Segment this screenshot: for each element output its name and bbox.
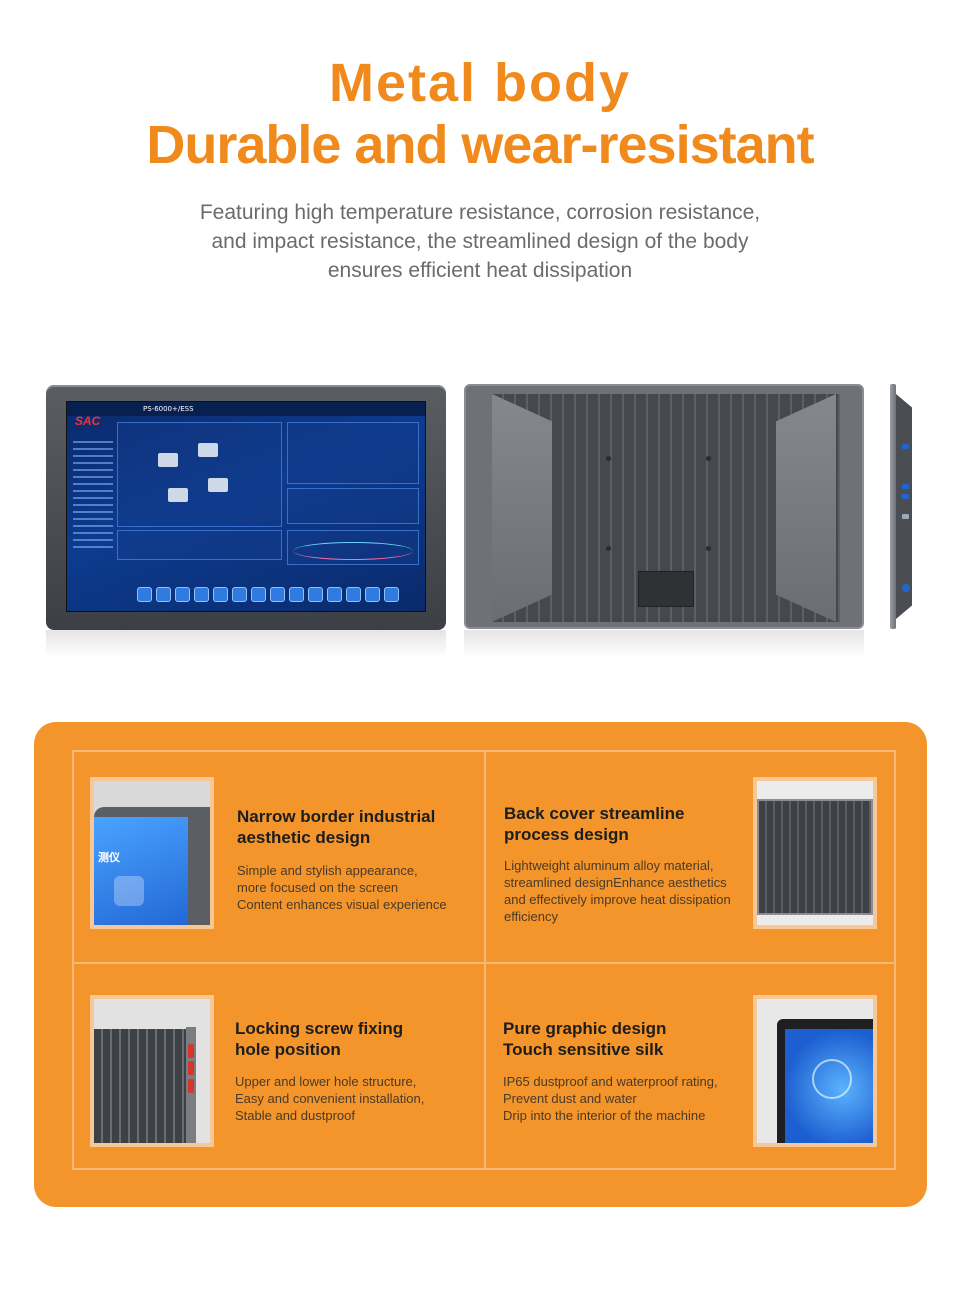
subtitle-line-3: ensures efficient heat dissipation (327, 259, 633, 282)
feature-title-line: process design (504, 825, 629, 844)
screw-hole-icon (188, 1061, 194, 1075)
screw-hole-icon (706, 456, 711, 461)
feature-title-line: Locking screw fixing (235, 1019, 404, 1038)
feature-grid (72, 750, 896, 1170)
feature-desc-line: Content enhances visual experience (237, 897, 447, 912)
feature-title-line: Pure graphic design (503, 1019, 667, 1038)
device-side-view (890, 384, 916, 629)
feature-title: Locking screw fixing hole position (235, 1018, 403, 1060)
feature-desc-line: IP65 dustproof and waterproof rating, (503, 1074, 718, 1089)
subtitle-line-2: and impact resistance, the streamlined d… (211, 230, 749, 253)
feature-title-line: aesthetic design (237, 828, 371, 847)
feature-desc-line: Prevent dust and water (503, 1091, 637, 1106)
screw-hole-icon (706, 546, 711, 551)
feature-desc-line: Stable and dustproof (235, 1108, 355, 1123)
touch-icon (812, 1059, 852, 1099)
screen-sidebar (73, 436, 113, 576)
feature-image-narrow-border: 测仪 (90, 777, 214, 929)
screen-panel-diagram (117, 422, 282, 527)
feature-desc-line: more focused on the screen (237, 880, 399, 895)
power-button-icon (902, 584, 910, 592)
screen-waveform (293, 542, 413, 560)
device-front-view: PS-6000+/ESS SAC (46, 385, 446, 630)
feature-title: Narrow border industrial aesthetic desig… (237, 806, 435, 848)
feature-image-text: 测仪 (98, 851, 120, 864)
feature-desc-line: Lightweight aluminum alloy material, (504, 858, 714, 873)
stop-icon (114, 876, 144, 906)
screw-hole-icon (606, 546, 611, 551)
feature-title: Pure graphic design Touch sensitive silk (503, 1018, 666, 1060)
feature-title-line: Narrow border industrial (237, 807, 436, 826)
side-body (896, 394, 912, 619)
side-bezel (890, 384, 896, 629)
feature-desc-line: streamlined designEnhance aesthetics (504, 875, 727, 890)
feature-image-touch-silk (753, 995, 877, 1147)
feature-desc-line: efficiency (504, 909, 558, 924)
feature-description: Lightweight aluminum alloy material, str… (504, 857, 731, 925)
subtitle-line-1: Featuring high temperature resistance, c… (199, 201, 761, 224)
feature-desc-line: Simple and stylish appearance, (237, 863, 418, 878)
front-reflection (46, 630, 446, 658)
screw-hole-icon (188, 1044, 194, 1058)
feature-description: IP65 dustproof and waterproof rating, Pr… (503, 1073, 718, 1124)
back-panel-right (776, 394, 836, 622)
feature-desc-line: Drip into the interior of the machine (503, 1108, 706, 1123)
screw-hole-icon (188, 1079, 194, 1093)
page-title-line1: Metal body (328, 53, 632, 113)
feature-image-back-cover (753, 777, 877, 929)
feature-desc-line: and effectively improve heat dissipation (504, 892, 731, 907)
feature-title-line: Touch sensitive silk (503, 1040, 664, 1059)
screen-panel-gauges (287, 488, 419, 524)
back-reflection (464, 630, 864, 658)
back-panel-left (492, 394, 552, 622)
screen-panel-info (287, 422, 419, 484)
feature-title-line: Back cover streamline (504, 804, 685, 823)
usb-port-icon (902, 494, 909, 499)
screen-dock (137, 587, 399, 605)
screen-logo: SAC (75, 414, 101, 428)
feature-image-locking-screw (90, 995, 214, 1147)
back-label-plate (638, 571, 694, 607)
device-back-view (464, 384, 864, 629)
usb-port-icon (902, 484, 909, 489)
page-subtitle: Featuring high temperature resistance, c… (120, 198, 840, 285)
device-screen: PS-6000+/ESS SAC (66, 401, 426, 612)
feature-description: Simple and stylish appearance, more focu… (237, 862, 447, 913)
page-title-line2: Durable and wear-resistant (146, 115, 814, 175)
screw-hole-icon (606, 456, 611, 461)
screen-panel-table (117, 530, 282, 560)
feature-desc-line: Upper and lower hole structure, (235, 1074, 417, 1089)
feature-desc-line: Easy and convenient installation, (235, 1091, 425, 1106)
grid-divider-horizontal (74, 962, 894, 964)
port-icon (902, 444, 909, 449)
grid-divider-vertical (484, 752, 486, 1168)
feature-description: Upper and lower hole structure, Easy and… (235, 1073, 424, 1124)
feature-title-line: hole position (235, 1040, 341, 1059)
feature-title: Back cover streamline process design (504, 803, 685, 845)
screen-title-bar (67, 402, 425, 416)
ethernet-port-icon (902, 514, 909, 519)
screen-title: PS-6000+/ESS (143, 405, 194, 413)
